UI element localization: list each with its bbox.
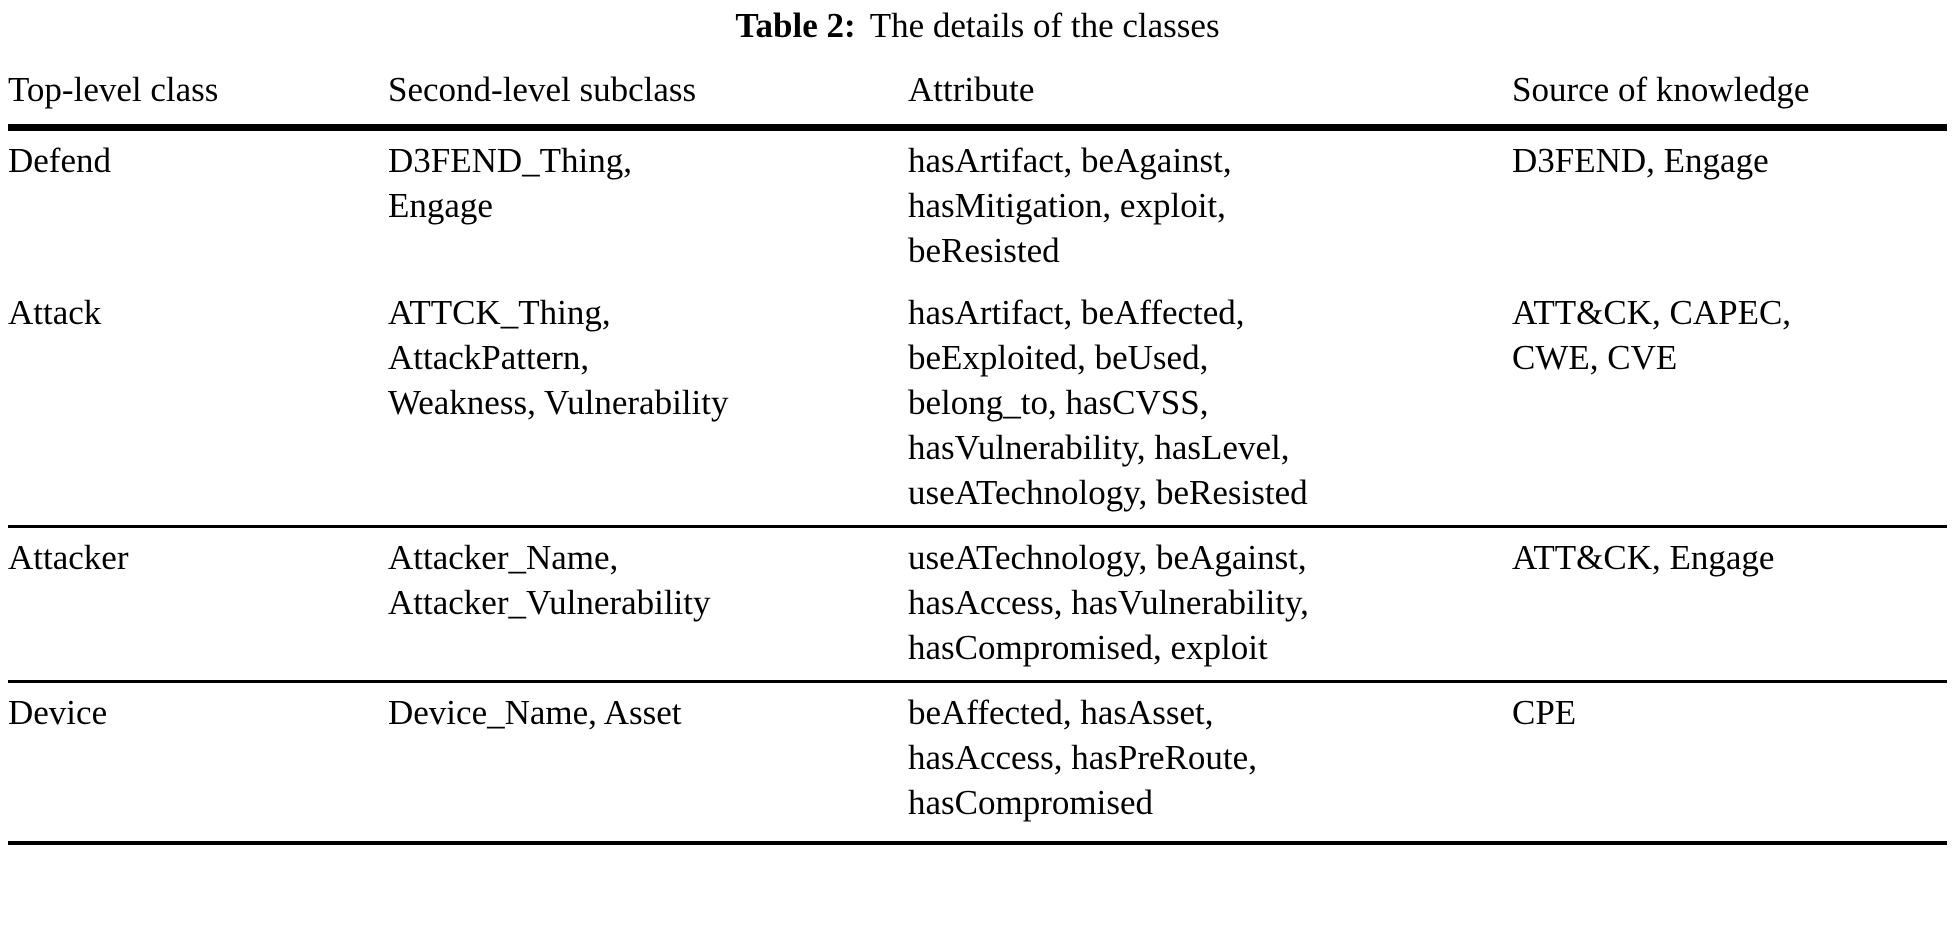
table-row: Device Device_Name, Asset beAffected, ha… — [8, 683, 1947, 835]
table-caption-text: The details of the classes — [869, 6, 1220, 45]
cell-line: hasAccess, hasPreRoute, — [908, 738, 1257, 777]
column-header-source-of-knowledge: Source of knowledge — [1512, 70, 1810, 109]
table-rule-top — [8, 124, 1947, 130]
cell-source-of-knowledge: ATT&CK, CAPEC, CWE, CVE — [1508, 283, 1947, 527]
cell-line: Attack — [8, 293, 102, 332]
cell-line: hasArtifact, beAgainst, — [908, 141, 1232, 180]
cell-attribute: hasArtifact, beAffected, beExploited, be… — [908, 283, 1508, 527]
table-row: Attacker Attacker_Name, Attacker_Vulnera… — [8, 528, 1947, 682]
cell-top-level-class: Attacker — [8, 528, 388, 682]
cell-line: hasCompromised, exploit — [908, 628, 1268, 667]
cell-line: useATechnology, beAgainst, — [908, 538, 1307, 577]
cell-line: beAffected, hasAsset, — [908, 693, 1214, 732]
table-rule-bottom — [8, 841, 1947, 847]
class-details-table: Top-level class Second-level subclass At… — [8, 58, 1947, 847]
cell-line: beResisted — [908, 231, 1060, 270]
cell-top-level-class: Device — [8, 683, 388, 835]
cell-line: D3FEND_Thing, — [388, 141, 633, 180]
cell-line: hasCompromised — [908, 783, 1153, 822]
cell-second-level-subclass: Attacker_Name, Attacker_Vulnerability — [388, 528, 908, 682]
cell-line: hasArtifact, beAffected, — [908, 293, 1245, 332]
cell-line: ATT&CK, CAPEC, — [1512, 293, 1792, 332]
column-header-second-level-subclass: Second-level subclass — [388, 70, 697, 109]
cell-line: belong_to, hasCVSS, — [908, 383, 1209, 422]
table-rule-header — [8, 128, 1947, 132]
table-row: Attack ATTCK_Thing, AttackPattern, Weakn… — [8, 283, 1947, 527]
column-header-attribute: Attribute — [908, 70, 1035, 109]
cell-line: ATTCK_Thing, — [388, 293, 611, 332]
column-header-top-level-class: Top-level class — [8, 70, 219, 109]
cell-line: ATT&CK, Engage — [1512, 538, 1775, 577]
cell-line: beExploited, beUsed, — [908, 338, 1209, 377]
cell-line: Engage — [388, 186, 493, 225]
cell-source-of-knowledge: D3FEND, Engage — [1508, 131, 1947, 283]
cell-second-level-subclass: ATTCK_Thing, AttackPattern, Weakness, Vu… — [388, 283, 908, 527]
table-body: Defend D3FEND_Thing, Engage hasArtifact,… — [8, 128, 1947, 847]
cell-attribute: beAffected, hasAsset, hasAccess, hasPreR… — [908, 683, 1508, 835]
table-rule-row-separator — [8, 525, 1947, 529]
cell-line: Defend — [8, 141, 112, 180]
cell-attribute: useATechnology, beAgainst, hasAccess, ha… — [908, 528, 1508, 682]
cell-line: CPE — [1512, 693, 1577, 732]
table-header-row: Top-level class Second-level subclass At… — [8, 58, 1947, 126]
cell-line: Device — [8, 693, 108, 732]
cell-source-of-knowledge: ATT&CK, Engage — [1508, 528, 1947, 682]
cell-line: useATechnology, beResisted — [908, 473, 1308, 512]
cell-line: Attacker_Name, — [388, 538, 619, 577]
cell-line: hasMitigation, exploit, — [908, 186, 1226, 225]
cell-line: Attacker_Vulnerability — [388, 583, 711, 622]
table-header: Top-level class Second-level subclass At… — [8, 58, 1947, 126]
cell-line: hasVulnerability, hasLevel, — [908, 428, 1290, 467]
cell-top-level-class: Attack — [8, 283, 388, 527]
table-caption-label: Table 2: — [735, 6, 856, 45]
cell-line: Attacker — [8, 538, 129, 577]
cell-line: D3FEND, Engage — [1512, 141, 1769, 180]
table-row: Defend D3FEND_Thing, Engage hasArtifact,… — [8, 131, 1947, 283]
cell-attribute: hasArtifact, beAgainst, hasMitigation, e… — [908, 131, 1508, 283]
cell-top-level-class: Defend — [8, 131, 388, 283]
table-caption: Table 2: The details of the classes — [8, 0, 1947, 58]
cell-line: Weakness, Vulnerability — [388, 383, 729, 422]
cell-second-level-subclass: D3FEND_Thing, Engage — [388, 131, 908, 283]
table-rule-row-separator — [8, 680, 1947, 684]
cell-line: hasAccess, hasVulnerability, — [908, 583, 1309, 622]
table-bottom-spacer — [8, 835, 1947, 843]
cell-source-of-knowledge: CPE — [1508, 683, 1947, 835]
cell-line: AttackPattern, — [388, 338, 590, 377]
cell-line: Device_Name, Asset — [388, 693, 682, 732]
cell-second-level-subclass: Device_Name, Asset — [388, 683, 908, 835]
cell-line: CWE, CVE — [1512, 338, 1678, 377]
